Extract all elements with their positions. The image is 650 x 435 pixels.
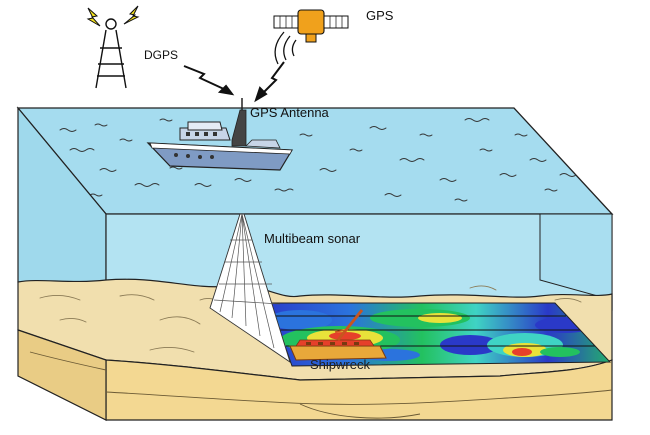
satellite-signal-waves	[274, 31, 297, 65]
water-surface	[16, 107, 614, 215]
dgps-label: DGPS	[144, 48, 179, 62]
dgps-signal-arrow	[183, 65, 235, 96]
sediment-layers	[29, 351, 613, 419]
multibeam-sonar-label: Multibeam sonar	[264, 231, 361, 246]
shipwreck	[289, 309, 387, 361]
radio-tower-icon	[95, 18, 127, 89]
sediment-front	[105, 359, 613, 421]
sonar-beam	[209, 213, 291, 364]
seabed-texture	[39, 285, 582, 353]
gps-label: GPS	[366, 8, 394, 23]
gps-signal-arrow	[254, 61, 285, 103]
survey-ship-icon	[146, 98, 294, 171]
gps-antenna-label: GPS Antenna	[250, 105, 329, 120]
gps-satellite-icon	[273, 9, 349, 43]
sediment-left	[17, 329, 107, 421]
surface-waves	[59, 118, 577, 202]
lightning-signal-icon	[86, 5, 140, 27]
shipwreck-label: Shipwreck	[310, 357, 370, 372]
